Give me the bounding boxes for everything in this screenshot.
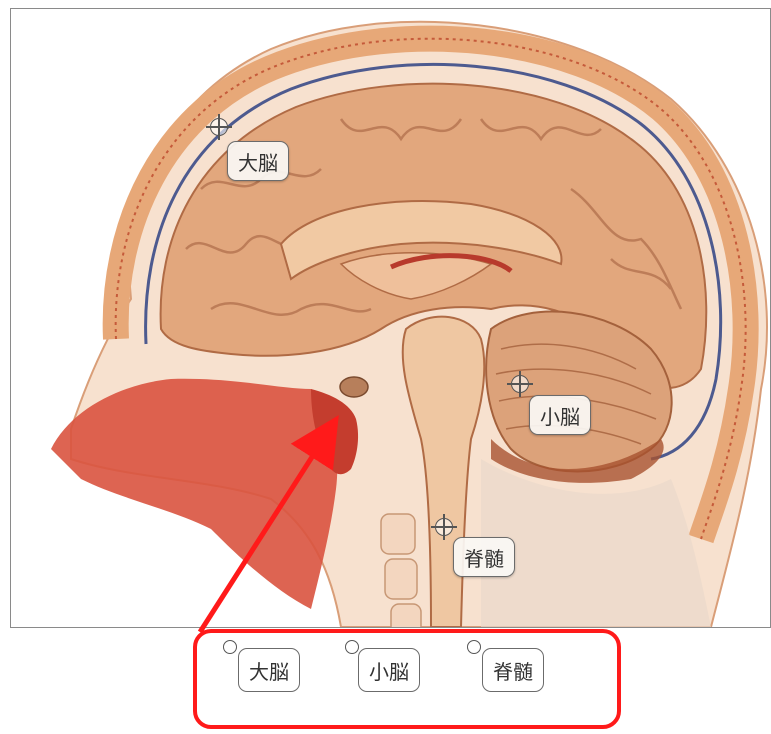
cerebellum-target-icon[interactable] bbox=[511, 375, 529, 393]
anatomy-image-canvas: 大脳 小脳 脊髄 bbox=[10, 8, 771, 628]
chip-cerebellum[interactable]: 小脳 bbox=[358, 648, 420, 692]
chip-spinal-target-icon bbox=[467, 640, 481, 654]
cerebrum-target-icon[interactable] bbox=[210, 118, 228, 136]
spinal-target-icon[interactable] bbox=[435, 518, 453, 536]
brain-sagittal-illustration bbox=[11, 9, 770, 627]
chip-cerebrum[interactable]: 大脳 bbox=[238, 648, 300, 692]
cerebellum-label[interactable]: 小脳 bbox=[529, 395, 591, 435]
chip-cerebrum-target-icon bbox=[223, 640, 237, 654]
cerebrum-label[interactable]: 大脳 bbox=[227, 141, 289, 181]
chip-spinal-cord[interactable]: 脊髄 bbox=[482, 648, 544, 692]
spinal-cord-label[interactable]: 脊髄 bbox=[453, 537, 515, 577]
chip-cerebellum-target-icon bbox=[345, 640, 359, 654]
